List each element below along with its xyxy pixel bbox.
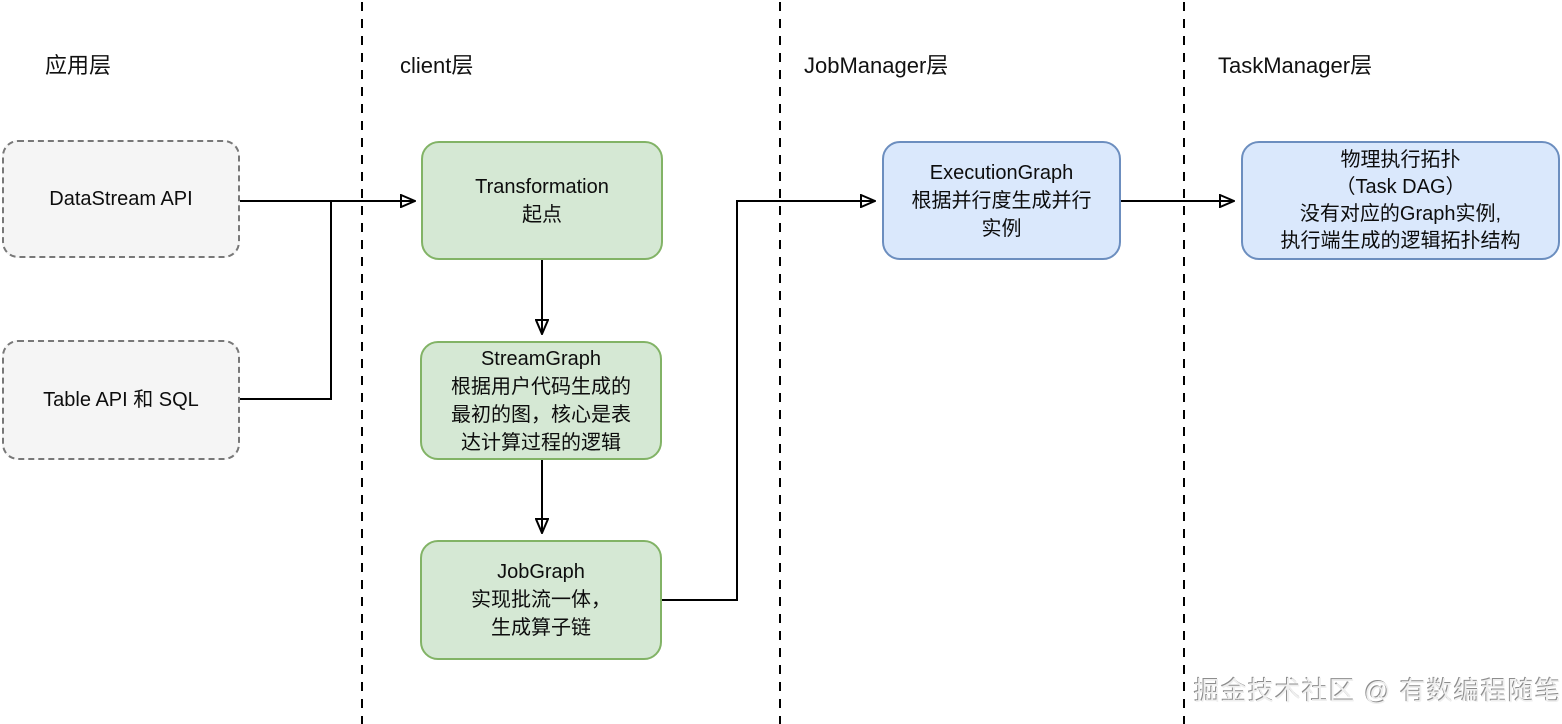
layer-label-taskmanager: TaskManager层 <box>1218 53 1373 78</box>
layer-label-client: client层 <box>400 53 474 78</box>
node-streamgraph-label: StreamGraph 根据用户代码生成的 最初的图，核心是表 达计算过程的逻辑 <box>451 347 631 454</box>
layer-label-application: 应用层 <box>45 53 112 78</box>
node-physical-topology: 物理执行拓扑 （Task DAG） 没有对应的Graph实例, 执行端生成的逻辑… <box>1241 141 1560 260</box>
node-datastream-api-label: DataStream API <box>49 188 193 210</box>
node-jobgraph: JobGraph 实现批流一体， 生成算子链 <box>420 540 662 660</box>
node-table-api-sql-label: Table API 和 SQL <box>43 389 199 411</box>
node-executiongraph-label: ExecutionGraph 根据并行度生成并行 实例 <box>911 161 1092 240</box>
connector-jobgraph-to-executiongraph <box>662 201 874 601</box>
node-jobgraph-label: JobGraph 实现批流一体， 生成算子链 <box>471 561 611 639</box>
node-executiongraph: ExecutionGraph 根据并行度生成并行 实例 <box>882 141 1121 260</box>
layer-label-jobmanager: JobManager层 <box>804 53 949 78</box>
node-physical-topology-label: 物理执行拓扑 （Task DAG） 没有对应的Graph实例, 执行端生成的逻辑… <box>1280 148 1521 252</box>
node-datastream-api: DataStream API <box>2 140 240 258</box>
node-table-api-sql: Table API 和 SQL <box>2 340 240 460</box>
node-streamgraph: StreamGraph 根据用户代码生成的 最初的图，核心是表 达计算过程的逻辑 <box>420 341 662 460</box>
node-transformation: Transformation 起点 <box>421 141 663 260</box>
watermark: 掘金技术社区 @ 有数编程随笔 <box>1194 676 1562 706</box>
node-transformation-label: Transformation 起点 <box>475 175 609 226</box>
